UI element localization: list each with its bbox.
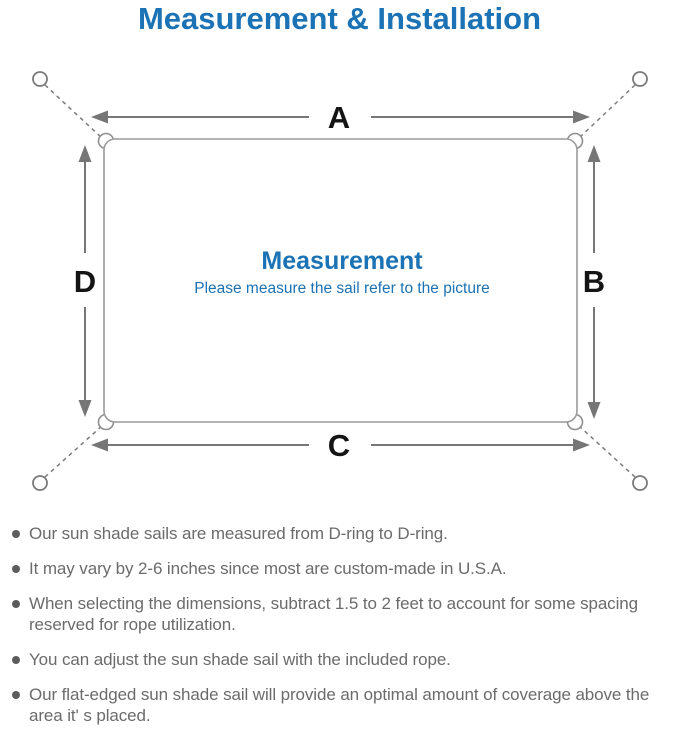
dimension-label-a: A	[328, 100, 350, 135]
anchor-point-icon-bottom-right	[632, 475, 648, 491]
dimension-arrow-a-right-head	[573, 110, 590, 124]
measurement-diagram: A C D B Measurement Please measure the s…	[0, 55, 679, 515]
dimension-arrow-d-top-head	[78, 145, 92, 162]
dimension-label-b: B	[583, 264, 605, 299]
dimension-arrow-a-left-head	[91, 110, 108, 124]
page-title: Measurement & Installation	[137, 1, 542, 36]
measurement-diagram-svg: A C D B Measurement Please measure the s…	[32, 71, 648, 491]
notes-list: Our sun shade sails are measured from D-…	[12, 523, 670, 740]
dimension-arrow-b-bottom-head	[587, 402, 601, 419]
dimension-arrow-c-left-head	[91, 438, 108, 452]
note-text: It may vary by 2-6 inches since most are…	[29, 559, 507, 578]
note-text: Our flat-edged sun shade sail will provi…	[29, 685, 650, 725]
diagram-center-subtitle: Please measure the sail refer to the pic…	[194, 280, 490, 297]
bullet-icon	[12, 656, 20, 664]
bullet-icon	[12, 691, 20, 699]
anchor-point-icon-bottom-left	[32, 475, 48, 491]
bullet-icon	[12, 600, 20, 608]
note-item: It may vary by 2-6 inches since most are…	[12, 558, 670, 579]
dimension-arrow-c-right-head	[573, 438, 590, 452]
note-text: You can adjust the sun shade sail with t…	[29, 650, 451, 669]
rope-dashed-line-bottom-right	[577, 424, 636, 478]
rope-dashed-line-top-left	[44, 84, 104, 140]
note-item: You can adjust the sun shade sail with t…	[12, 649, 670, 670]
rope-dashed-line-top-right	[577, 84, 636, 140]
note-text: Our sun shade sails are measured from D-…	[29, 524, 448, 543]
bullet-icon	[12, 565, 20, 573]
dimension-label-d: D	[74, 264, 96, 299]
note-item: Our flat-edged sun shade sail will provi…	[12, 684, 670, 726]
bullet-icon	[12, 530, 20, 538]
anchor-point-icon-top-right	[632, 71, 648, 87]
dimension-arrow-d-bottom-head	[78, 400, 92, 417]
note-text: When selecting the dimensions, subtract …	[29, 594, 638, 634]
dimension-arrow-b-top-head	[587, 145, 601, 162]
anchor-point-icon-top-left	[32, 71, 48, 87]
diagram-center-title: Measurement	[261, 247, 423, 275]
rope-dashed-line-bottom-left	[44, 424, 104, 478]
dimension-label-c: C	[328, 428, 350, 463]
sail-outline	[103, 138, 578, 423]
note-item: When selecting the dimensions, subtract …	[12, 593, 670, 635]
note-item: Our sun shade sails are measured from D-…	[12, 523, 670, 544]
